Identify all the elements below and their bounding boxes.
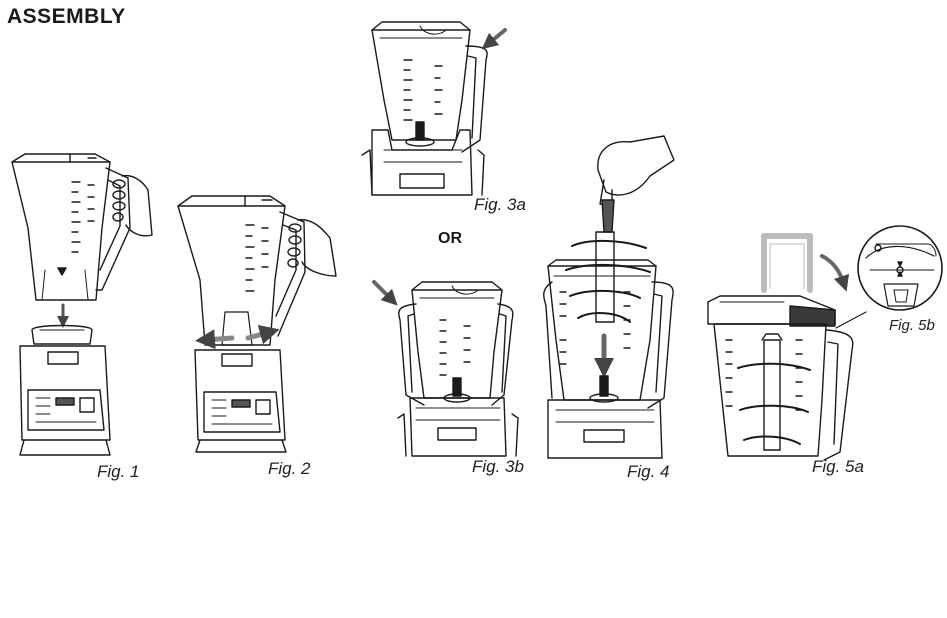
fig3b-illustration (374, 282, 518, 456)
caption-fig2: Fig. 2 (268, 459, 311, 478)
caption-fig3b: Fig. 3b (472, 457, 524, 476)
caption-fig1: Fig. 1 (97, 462, 140, 481)
fig1-illustration (12, 154, 152, 455)
section-heading: ASSEMBLY (7, 5, 126, 28)
caption-fig3a: Fig. 3a (474, 195, 526, 214)
fig4-illustration (544, 136, 674, 458)
caption-fig5a: Fig. 5a (812, 457, 864, 476)
fig3a-illustration (362, 22, 505, 195)
caption-fig4: Fig. 4 (627, 462, 670, 481)
or-separator: OR (438, 230, 462, 247)
fig1-measurement-marks (72, 182, 94, 252)
fig2-illustration (178, 196, 336, 452)
caption-fig5b: Fig. 5b (889, 317, 935, 334)
fig5b-illustration (858, 226, 942, 310)
fig5a-illustration (708, 236, 866, 460)
